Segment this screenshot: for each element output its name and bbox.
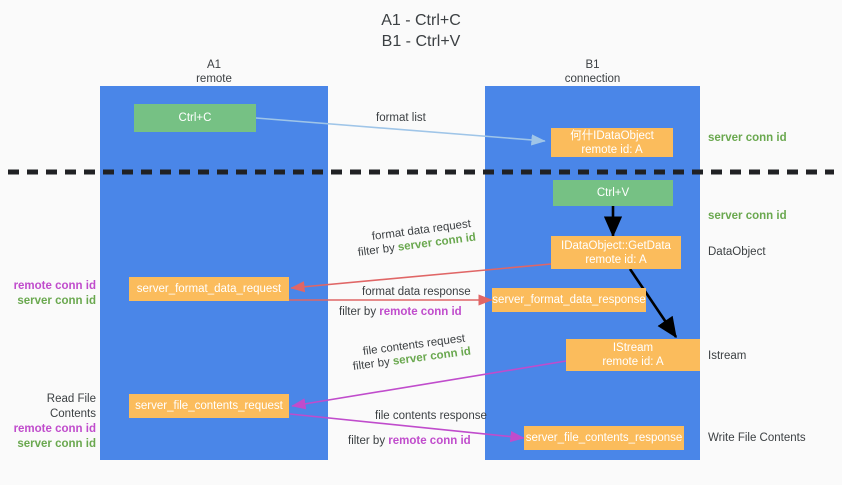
label-write-file-contents: Write File Contents: [708, 432, 806, 444]
annotation-file-contents-response-filter: filter by remote conn id: [348, 433, 471, 449]
annotation-format-data-response-filter-prefix: filter by: [339, 306, 380, 318]
node-server-file-contents-response-label: server_file_contents_response: [525, 432, 683, 444]
node-ctrl-c[interactable]: Ctrl+C: [134, 104, 256, 132]
node-ctrl-v[interactable]: Ctrl+V: [553, 180, 673, 206]
annotation-format-data-response: format data response: [362, 284, 471, 300]
lane-a1-subtitle: remote: [196, 73, 232, 85]
label-remote-conn-id-2: remote conn id: [13, 423, 96, 435]
annotation-format-data-response-filter: filter by remote conn id: [339, 304, 462, 320]
node-idataobject-label: 何什IDataObject: [570, 129, 654, 142]
lane-header-a1: A1 remote: [100, 58, 328, 86]
lane-b1-subtitle: connection: [564, 73, 621, 85]
label-server-conn-id-left-1: server conn id: [17, 295, 96, 307]
node-idataobject-sub: remote id: A: [581, 143, 643, 156]
label-server-conn-id-mid: server conn id: [708, 210, 787, 222]
title-line-2: B1 - Ctrl+V: [381, 33, 461, 50]
annotation-format-list: format list: [376, 110, 426, 126]
label-remote-conn-id-1: remote conn id: [13, 280, 96, 292]
annotation-format-data-response-filter-value: remote conn id: [379, 306, 462, 318]
annotation-file-contents-response-filter-prefix: filter by: [348, 435, 389, 447]
annotation-format-data-response-text: format data response: [362, 286, 471, 298]
label-dataobject: DataObject: [708, 246, 766, 258]
node-getdata[interactable]: IDataObject::GetData remote id: A: [551, 236, 681, 269]
diagram-title: A1 - Ctrl+C B1 - Ctrl+V: [0, 10, 842, 52]
node-server-file-contents-request-label: server_file_contents_request: [135, 400, 283, 412]
lane-header-b1: B1 connection: [485, 58, 700, 86]
node-server-file-contents-request[interactable]: server_file_contents_request: [129, 394, 289, 418]
node-server-file-contents-response[interactable]: server_file_contents_response: [524, 426, 684, 450]
node-server-format-data-response[interactable]: server_format_data_response: [492, 288, 646, 312]
annotation-file-contents-request-filter-prefix: filter by: [352, 355, 394, 373]
node-istream-sub: remote id: A: [602, 356, 664, 368]
annotation-file-contents-response-text: file contents response: [375, 410, 487, 422]
annotation-file-contents-response: file contents response: [375, 408, 487, 424]
node-istream-label: IStream: [612, 342, 654, 354]
node-server-format-data-response-label: server_format_data_response: [492, 294, 646, 306]
annotation-format-data-request-filter-prefix: filter by: [357, 241, 399, 259]
lane-a1-name: A1: [206, 59, 222, 71]
label-server-conn-id-left-2: server conn id: [17, 438, 96, 450]
node-ctrl-v-label: Ctrl+V: [596, 187, 630, 199]
node-getdata-sub: remote id: A: [585, 253, 647, 266]
title-line-1: A1 - Ctrl+C: [381, 12, 461, 29]
node-istream[interactable]: IStream remote id: A: [566, 339, 700, 371]
label-istream: Istream: [708, 350, 747, 362]
label-read-file-contents: Read File Contents: [46, 393, 96, 420]
label-group-format-conn-ids: remote conn id server conn id: [0, 279, 96, 309]
lane-b1-name: B1: [585, 59, 600, 71]
annotation-format-list-text: format list: [376, 112, 426, 124]
node-getdata-label: IDataObject::GetData: [561, 239, 671, 252]
node-ctrl-c-label: Ctrl+C: [178, 112, 212, 124]
label-server-conn-id-top: server conn id: [708, 132, 787, 144]
node-server-format-data-request[interactable]: server_format_data_request: [129, 277, 289, 301]
label-group-read-file-contents: Read File Contents remote conn id server…: [0, 392, 96, 452]
node-idataobject[interactable]: 何什IDataObject remote id: A: [551, 128, 673, 157]
annotation-file-contents-response-filter-value: remote conn id: [388, 435, 471, 447]
node-server-format-data-request-label: server_format_data_request: [136, 283, 282, 295]
